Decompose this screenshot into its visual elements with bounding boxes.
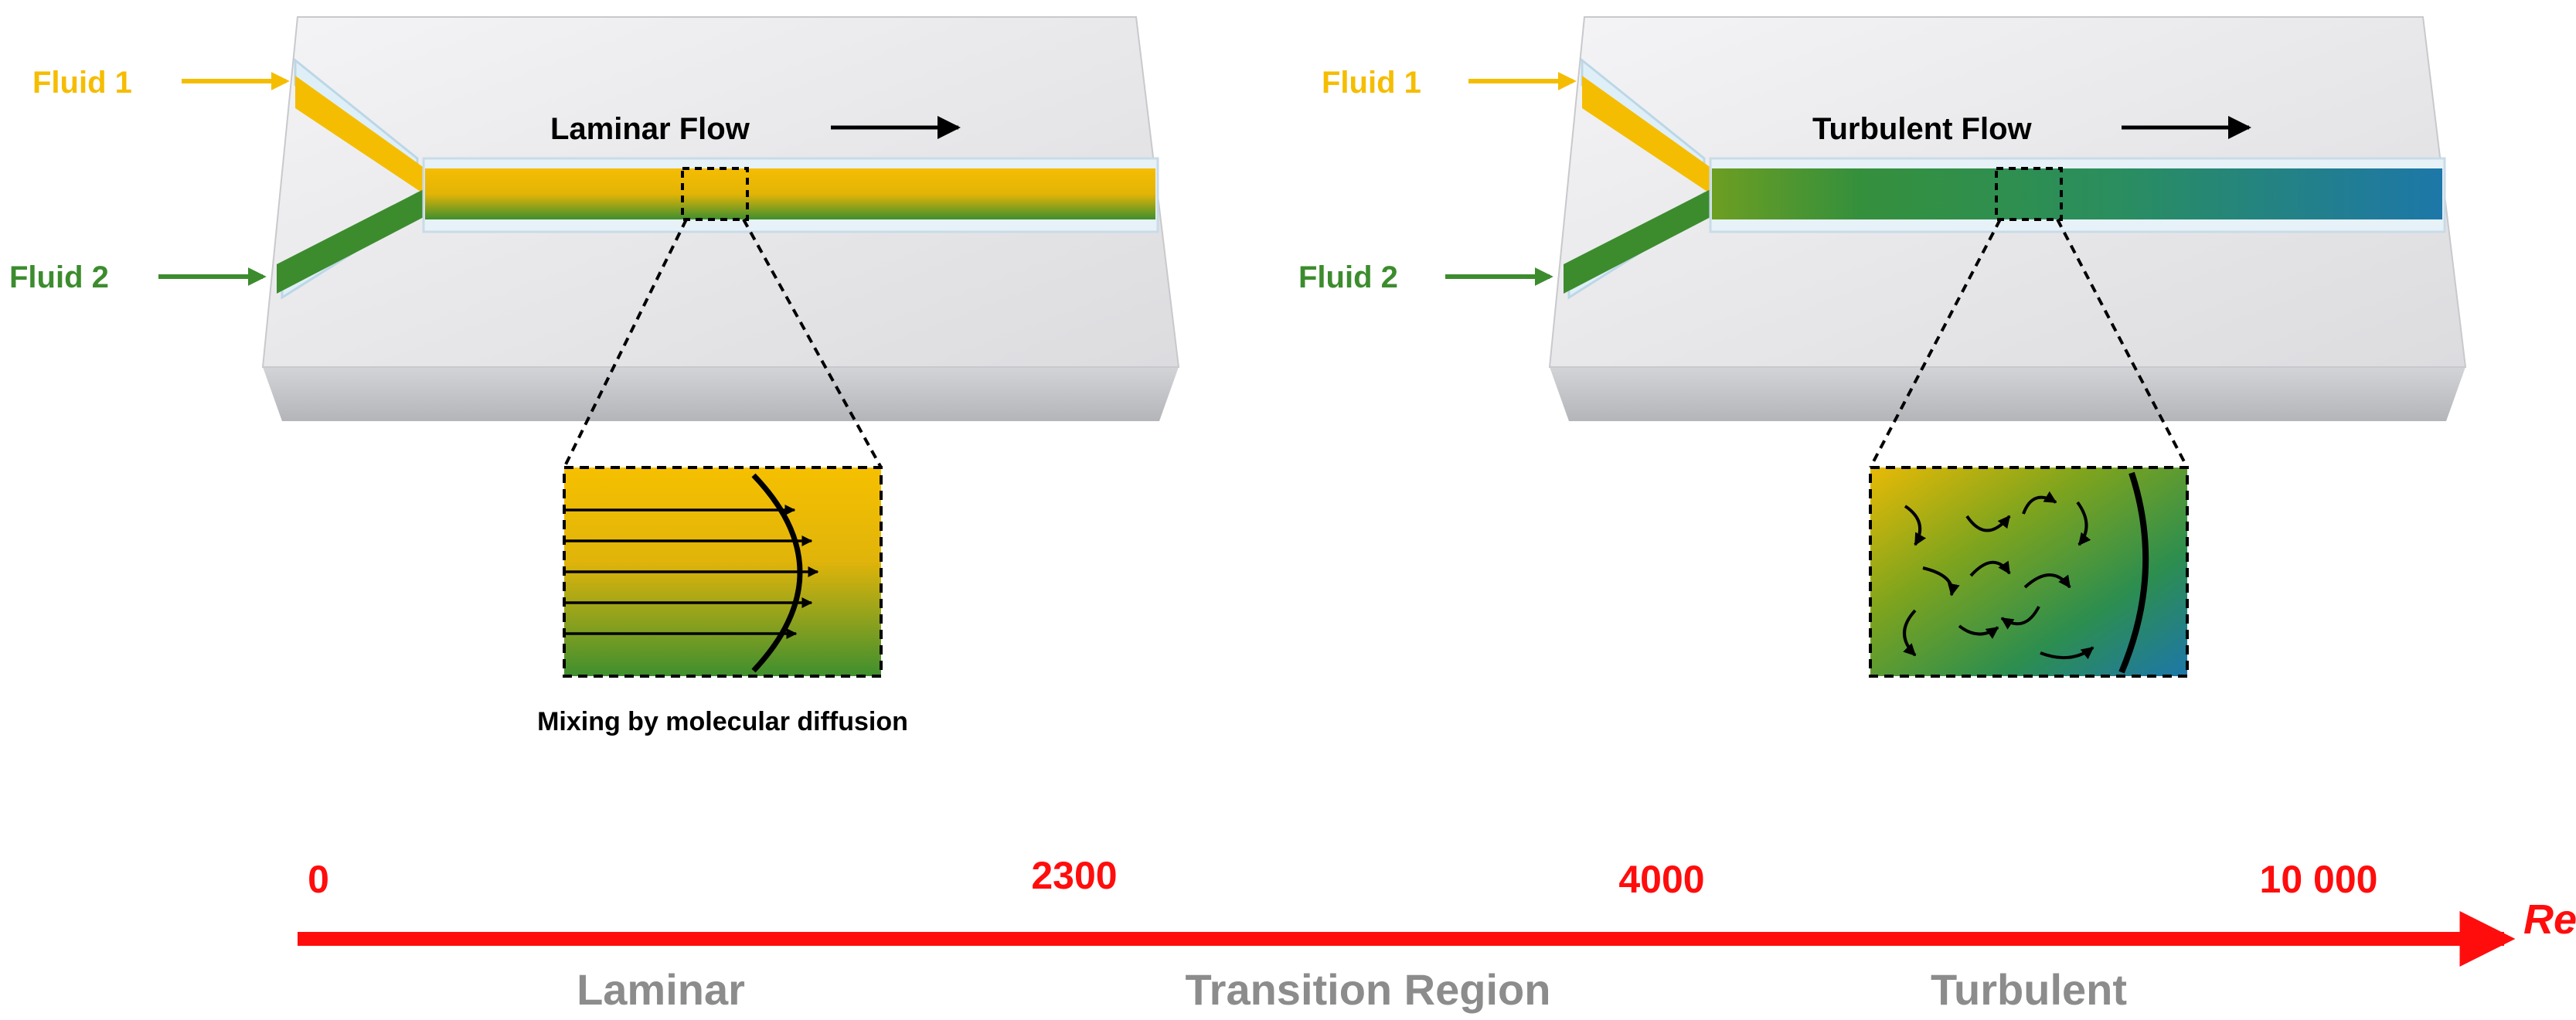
laminar-main-channel <box>425 168 1155 219</box>
laminar-panel: Fluid 1 Fluid 2 Laminar Flow Mixing by m… <box>9 16 1180 736</box>
laminar-zoom-caption: Mixing by molecular diffusion <box>537 707 908 736</box>
laminar-flow-label: Laminar Flow <box>550 112 750 146</box>
reynolds-axis-label: Re <box>2523 896 2576 943</box>
region-turbulent: Turbulent <box>1931 965 2127 1014</box>
turbulent-main-channel <box>1712 168 2442 219</box>
laminar-zoom-marker <box>681 167 749 221</box>
turbulent-eddies <box>1903 491 2094 660</box>
turbulent-zoom-marker <box>1995 167 2063 221</box>
laminar-fluid1-label: Fluid 1 <box>32 66 132 100</box>
re-tick-10000: 10 000 <box>2260 858 2378 901</box>
turbulent-chip-side <box>1550 367 2465 421</box>
turbulent-flow-label: Turbulent Flow <box>1812 112 2033 146</box>
turbulent-panel: Fluid 1 Fluid 2 Turbulent Flow <box>1298 16 2467 678</box>
turbulent-fluid1-inlet <box>1582 76 1712 195</box>
re-tick-2300: 2300 <box>1031 854 1117 897</box>
laminar-chip-side <box>263 367 1179 421</box>
laminar-fluid1-inlet <box>295 76 425 195</box>
reynolds-axis: Re 0 2300 4000 10 000 Laminar Transition… <box>298 854 2576 1014</box>
turbulent-fluid1-label: Fluid 1 <box>1322 66 1421 100</box>
laminar-fluid2-label: Fluid 2 <box>9 260 109 294</box>
re-tick-4000: 4000 <box>1618 858 1704 901</box>
laminar-velocity-profile <box>751 473 803 673</box>
laminar-velocity-arrows <box>566 505 819 639</box>
laminar-fluid2-inlet <box>277 189 425 294</box>
re-tick-0: 0 <box>308 858 329 901</box>
turbulent-fluid2-label: Fluid 2 <box>1298 260 1398 294</box>
region-laminar: Laminar <box>577 965 745 1014</box>
region-transition: Transition Region <box>1186 965 1551 1014</box>
turbulent-mixing-front <box>2118 471 2149 674</box>
turbulent-fluid2-inlet <box>1564 189 1712 294</box>
